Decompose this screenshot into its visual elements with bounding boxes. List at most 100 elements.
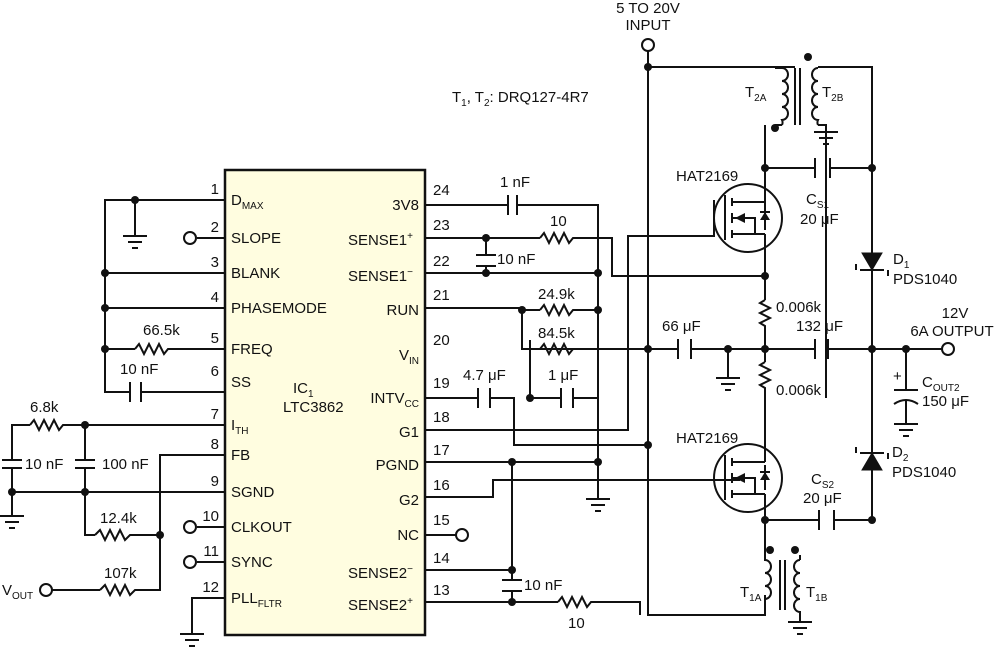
label-d2: D2 — [892, 444, 909, 464]
label-r10-bot: 10 — [568, 615, 585, 632]
label-24-9k: 24.9k — [538, 286, 575, 303]
grounds — [0, 125, 918, 647]
label-cs2: CS2 — [811, 471, 835, 491]
pin-number: 5 — [211, 330, 219, 347]
pin-number: 17 — [433, 442, 450, 459]
pin-number: 18 — [433, 409, 450, 426]
cap-1nF — [507, 195, 518, 215]
pin-label-right: SENSE2+ — [348, 596, 413, 614]
cap-10nF-top — [476, 254, 496, 267]
ground-icon — [788, 615, 812, 635]
label-cs2-val: 20 μF — [803, 490, 842, 507]
label-10nF-ith: 10 nF — [25, 456, 63, 473]
pin-number: 11 — [203, 543, 219, 560]
pin-label-right: 3V8 — [392, 197, 419, 214]
pin-label-left: PLLFLTR — [231, 590, 282, 610]
pin-label-left: SGND — [231, 484, 275, 501]
label-cs1-val: 20 μF — [800, 211, 839, 228]
label-cout2: COUT2 — [922, 374, 960, 394]
label-q2: HAT2169 — [676, 430, 738, 447]
pin-label-left: FB — [231, 447, 250, 464]
mosfet-q2 — [713, 443, 783, 513]
pin-number: 6 — [211, 363, 219, 380]
pin-label-right: G1 — [399, 424, 419, 441]
label-d1-part: PDS1040 — [893, 271, 957, 288]
pin-label-left: SYNC — [231, 554, 273, 571]
pin-label-left: PHASEMODE — [231, 300, 327, 317]
resistor-10-bot — [557, 594, 596, 610]
label-plus: + — [893, 368, 902, 385]
resistor-10-top — [539, 230, 578, 246]
pin-number: 8 — [211, 436, 219, 453]
pin-number: 14 — [433, 550, 450, 567]
cap-4-7uF — [477, 388, 491, 408]
pin-label-right: SENSE2− — [348, 564, 413, 582]
label-r10-top: 10 — [550, 213, 567, 230]
ground-icon — [586, 495, 610, 512]
label-132uF: 132 μF — [796, 318, 843, 335]
pin-label-right: SENSE1+ — [348, 231, 413, 249]
label-1uF: 1 μF — [548, 367, 578, 384]
transformer-note: T1, T2: DRQ127-4R7 — [452, 89, 589, 109]
resistor-rs1 — [757, 299, 773, 330]
label-66-5k: 66.5k — [143, 322, 180, 339]
output-label-2: 6A OUTPUT — [910, 323, 993, 340]
terminals — [39, 38, 955, 597]
pin-number: 12 — [202, 579, 219, 596]
ground-icon — [123, 230, 147, 249]
pin-label-right: PGND — [376, 457, 420, 474]
junction-dots — [8, 53, 910, 606]
pin-label-left: CLKOUT — [231, 519, 292, 536]
transformer-t2 — [780, 67, 820, 126]
pin-number: 21 — [433, 287, 450, 304]
pin-number: 24 — [433, 182, 450, 199]
diode-d1 — [855, 252, 889, 350]
cap-10nF-ith — [2, 459, 22, 469]
resistor-66-5k — [134, 341, 175, 357]
pin-label-left: ITH — [231, 417, 249, 437]
pin-number: 20 — [433, 332, 450, 349]
resistor-rs2 — [757, 361, 773, 392]
label-t1b: T1B — [806, 584, 828, 604]
ic-part: LTC3862 — [283, 399, 344, 416]
ic-pins: 1DMAX2SLOPE3BLANK4PHASEMODE5FREQ6SS7ITH8… — [202, 181, 449, 614]
transformer-t1 — [764, 540, 801, 615]
label-cs1: CS1 — [806, 191, 830, 211]
cap-10nF-ss — [129, 382, 142, 402]
pin-number: 19 — [433, 375, 450, 392]
pin-label-right: RUN — [387, 302, 420, 319]
ground-icon — [0, 510, 24, 529]
resistor-84-5k — [539, 341, 578, 357]
pin-label-left: BLANK — [231, 265, 280, 282]
pin-number: 9 — [211, 473, 219, 490]
cap-66uF — [677, 339, 692, 359]
cap-cout2 — [893, 349, 919, 420]
label-6-8k: 6.8k — [30, 399, 59, 416]
pin-number: 2 — [211, 219, 219, 236]
label-vout: VOUT — [2, 582, 33, 602]
cap-cs1 — [814, 158, 831, 178]
label-12-4k: 12.4k — [100, 510, 137, 527]
pin-number: 22 — [433, 253, 450, 270]
pin-number: 3 — [211, 254, 219, 271]
pin-label-right: NC — [397, 527, 419, 544]
label-rs1: 0.006k — [776, 299, 822, 316]
ground-icon — [814, 125, 838, 145]
input-label-1: 5 TO 20V — [616, 0, 680, 17]
label-rs2: 0.006k — [776, 382, 822, 399]
mosfet-q1 — [713, 183, 783, 253]
pin-label-left: FREQ — [231, 341, 273, 358]
diode-d2 — [855, 447, 889, 471]
pin-label-left: DMAX — [231, 192, 264, 212]
output-label-1: 12V — [942, 305, 969, 322]
label-10nF-top: 10 nF — [497, 251, 535, 268]
label-cout2-val: 150 μF — [922, 393, 969, 410]
resistors — [29, 230, 773, 610]
cap-100nF — [75, 459, 95, 469]
label-10nF-ss: 10 nF — [120, 361, 158, 378]
pin-number: 16 — [433, 477, 450, 494]
cap-cs2 — [818, 510, 835, 530]
pin-number: 7 — [211, 406, 219, 423]
cap-10nF-bot — [502, 579, 522, 592]
